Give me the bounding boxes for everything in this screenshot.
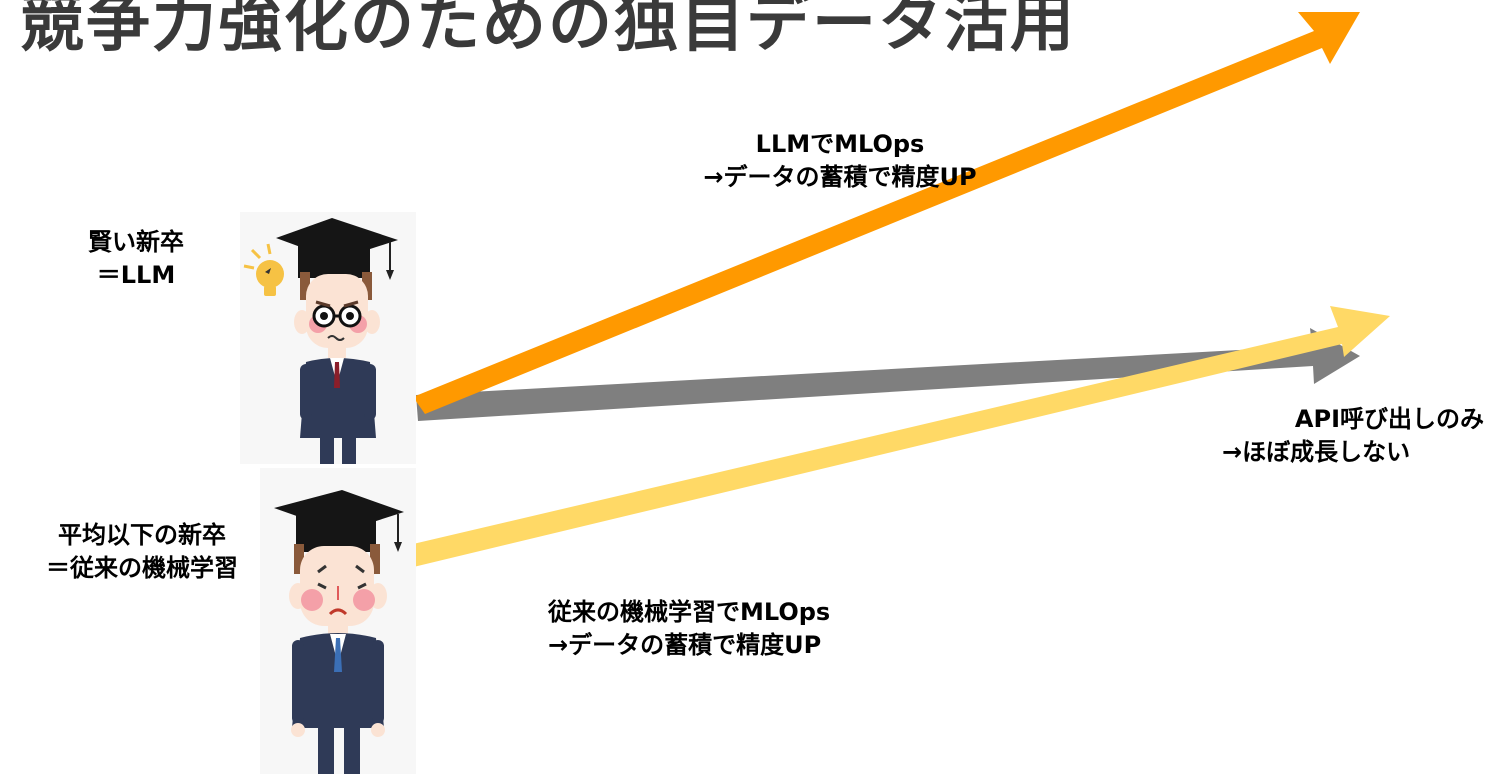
label-ml-mlops-line1: 従来の機械学習でMLOps [548, 598, 831, 626]
label-average-line2: ＝従来の機械学習 [46, 554, 238, 582]
page-title: 競争力強化のための独自データ活用 [20, 0, 1076, 61]
graduate-smart-icon [240, 212, 416, 464]
label-average-graduate: 平均以下の新卒 ＝従来の機械学習 [12, 519, 272, 585]
label-llm-mlops-line2: →データの蓄積で精度UP [703, 163, 977, 191]
label-api-only: API呼び出しのみ →ほぼ成長しない [1222, 403, 1484, 469]
label-smart-line2: ＝LLM [96, 261, 176, 289]
label-llm-mlops: LLMでMLOps →データの蓄積で精度UP [660, 128, 1020, 194]
label-ml-mlops: 従来の機械学習でMLOps →データの蓄積で精度UP [548, 596, 908, 662]
graduate-worried-icon [260, 468, 416, 774]
arrow-api-only [416, 328, 1360, 421]
lightbulb-icon [243, 243, 284, 296]
label-smart-graduate: 賢い新卒 ＝LLM [74, 226, 198, 292]
arrow-ml-mlops [396, 306, 1390, 570]
label-ml-mlops-line2: →データの蓄積で精度UP [548, 631, 822, 659]
label-llm-mlops-line1: LLMでMLOps [755, 130, 925, 158]
arrow-llm-mlops [413, 12, 1360, 414]
label-api-only-line2: →ほぼ成長しない [1222, 438, 1411, 466]
label-api-only-line1: API呼び出しのみ [1294, 405, 1484, 433]
label-average-line1: 平均以下の新卒 [58, 521, 226, 549]
label-smart-line1: 賢い新卒 [88, 228, 184, 256]
